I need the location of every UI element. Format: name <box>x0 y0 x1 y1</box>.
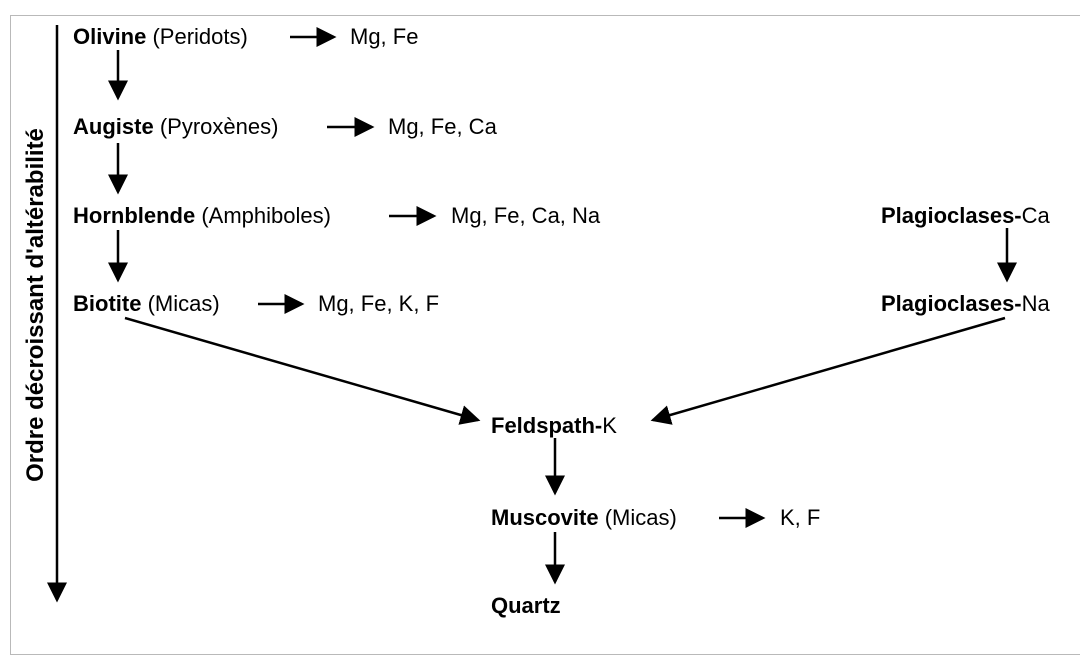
mineral-hornblende: Hornblende (Amphiboles) <box>73 203 331 229</box>
mineral-name: Feldspath- <box>491 413 603 438</box>
mineral-suffix: Na <box>1021 291 1050 316</box>
mineral-name: Biotite <box>73 291 142 316</box>
mineral-name: Hornblende <box>73 203 196 228</box>
mineral-name: Plagioclases- <box>881 203 1022 228</box>
mineral-group: (Micas) <box>147 291 220 316</box>
mineral-olivine: Olivine (Peridots) <box>73 24 248 50</box>
mineral-name: Muscovite <box>491 505 599 530</box>
axis-label: Ordre décroissant d'altérabilité <box>22 128 49 482</box>
elements-hornblende: Mg, Fe, Ca, Na <box>451 203 601 228</box>
mineral-group: (Pyroxènes) <box>159 114 279 139</box>
mineral-name: Olivine <box>73 24 147 49</box>
mineral-plagioclases-ca: Plagioclases-Ca <box>881 203 1050 229</box>
arrows-layer <box>47 25 1017 603</box>
elements-augiste: Mg, Fe, Ca <box>388 114 497 139</box>
mineral-quartz: Quartz <box>491 593 561 619</box>
mineral-suffix: Ca <box>1021 203 1050 228</box>
mineral-muscovite: Muscovite (Micas) <box>491 505 677 531</box>
elements-biotite: Mg, Fe, K, F <box>318 291 440 316</box>
arrow-biotite-feldspath <box>124 316 481 425</box>
mineral-plagioclases-na: Plagioclases-Na <box>881 291 1050 317</box>
mineral-name: Quartz <box>491 593 561 618</box>
mineral-group: (Peridots) <box>152 24 248 49</box>
elements-muscovite: K, F <box>780 505 821 530</box>
mineral-suffix: K <box>602 413 617 438</box>
mineral-name: Plagioclases- <box>881 291 1022 316</box>
mineral-name: Augiste <box>73 114 154 139</box>
elements-olivine: Mg, Fe <box>350 24 419 49</box>
mineral-group: (Amphiboles) <box>201 203 331 228</box>
arrow-plagna-feldspath <box>650 316 1006 425</box>
mineral-biotite: Biotite (Micas) <box>73 291 220 317</box>
mineral-augiste: Augiste (Pyroxènes) <box>73 114 278 140</box>
mineral-feldspath: Feldspath-K <box>491 413 617 439</box>
mineral-group: (Micas) <box>604 505 677 530</box>
